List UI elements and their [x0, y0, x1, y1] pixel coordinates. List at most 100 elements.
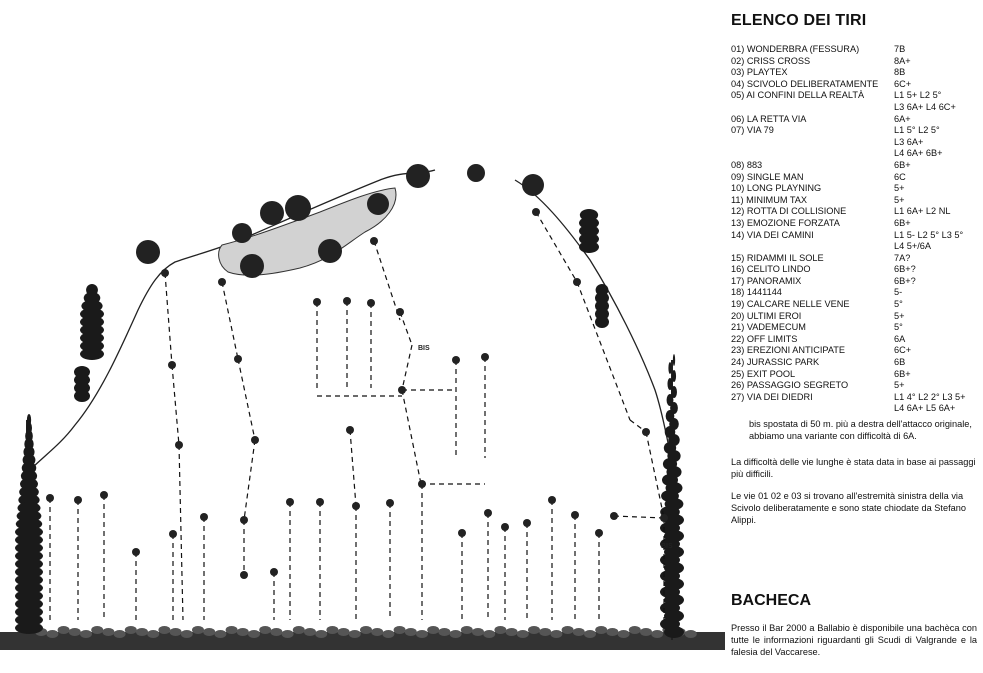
route-grade: 5+ — [894, 380, 905, 391]
route-grade: L1 5- L2 5° L3 5° L4 5+/6A — [894, 229, 964, 252]
ground-stone — [337, 628, 350, 636]
ground-stone — [494, 626, 507, 634]
ground-stone — [404, 628, 417, 636]
route-grade: 5° — [894, 299, 903, 310]
route-start-marker — [240, 571, 248, 579]
route-grade: 6B+ — [894, 159, 911, 170]
route-name: 16) CELITO LINDO — [731, 264, 811, 275]
route-grade: 5+ — [894, 183, 905, 194]
tree-foliage — [671, 386, 677, 398]
route-name: 09) SINGLE MAN — [731, 171, 804, 182]
ground-stone — [91, 626, 104, 634]
route-markers — [46, 208, 668, 579]
route-grade: 6B — [894, 357, 906, 368]
bush — [406, 164, 430, 188]
route-grade: 5+ — [894, 310, 905, 321]
bush — [467, 164, 485, 182]
route-item: 20) ULTIMI EROI 5+ — [731, 311, 977, 323]
route-name: 19) CALCARE NELLE VENE — [731, 299, 850, 310]
route-grade: 7B — [894, 44, 906, 54]
bush — [367, 193, 389, 215]
route-start-marker — [610, 512, 618, 520]
ground-stone — [449, 630, 462, 638]
ground-stone — [371, 628, 384, 636]
route-grade: L1 5° L2 5° L3 6A+ L4 6A+ 6B+ — [894, 125, 943, 159]
route-name: 17) PANORAMIX — [731, 275, 802, 286]
ground-stone — [472, 628, 484, 636]
ground-stone — [68, 628, 81, 636]
bis-label-lower: BIS — [661, 543, 673, 550]
route-grade: L1 6A+ L2 NL — [894, 206, 951, 217]
cliff-right-edge — [514, 179, 676, 471]
bis-label-upper: BIS — [418, 345, 430, 352]
ground-stone — [124, 626, 137, 634]
ground-stone — [505, 628, 518, 636]
route-start-marker — [46, 494, 54, 502]
ground-stone — [158, 626, 171, 634]
info-panel: ELENCO DEI TIRI 01) WONDERBRA (FESSURA)7… — [731, 12, 977, 658]
route-line — [243, 439, 256, 521]
route-line — [576, 281, 631, 421]
route-grade: 5- — [894, 287, 903, 298]
location-note: Le vie 01 02 e 03 si trovano all'estremi… — [731, 491, 966, 525]
route-name: 24) JURASSIC PARK — [731, 357, 820, 368]
route-grade: 6A — [894, 333, 906, 344]
ground-stone — [102, 628, 115, 636]
route-name: 05) AI CONFINI DELLA REALTÀ — [731, 90, 865, 101]
tree-foliage — [668, 362, 672, 374]
route-line — [373, 240, 401, 321]
tree-foliage — [671, 370, 677, 382]
route-start-marker — [532, 208, 540, 216]
route-name: 08) 883 — [731, 159, 763, 170]
tree-foliage — [666, 394, 674, 406]
tree-foliage — [595, 316, 609, 328]
route-line — [401, 344, 413, 391]
route-name: 27) VIA DEI DIEDRI — [731, 391, 813, 402]
ground-stone — [46, 630, 59, 638]
ground-stone — [57, 626, 70, 634]
route-item: 22) OFF LIMITS 6A — [731, 334, 977, 346]
ground-stone — [595, 626, 608, 634]
bush — [522, 174, 544, 196]
route-name: 22) OFF LIMITS — [731, 333, 798, 344]
route-grade: 5+ — [894, 194, 905, 205]
route-start-marker — [218, 278, 226, 286]
route-start-marker — [484, 509, 492, 517]
route-line — [237, 358, 256, 441]
route-start-marker — [595, 529, 603, 537]
bush — [240, 254, 264, 278]
route-line — [399, 311, 413, 346]
ground-stone — [382, 630, 395, 638]
vegetation — [15, 164, 684, 640]
route-start-marker — [398, 386, 406, 394]
ground-stone — [225, 626, 238, 634]
route-line — [613, 515, 665, 519]
ground-stone — [203, 628, 216, 636]
route-start-marker — [74, 496, 82, 504]
route-start-marker — [571, 511, 579, 519]
tree-foliage — [672, 354, 676, 366]
route-item: 08) 883 6B+ — [731, 160, 977, 172]
route-start-marker — [100, 491, 108, 499]
route-grade: 8B — [894, 67, 906, 78]
route-name: 20) ULTIMI EROI — [731, 310, 802, 321]
ground — [0, 632, 725, 650]
tree-foliage — [579, 241, 599, 253]
ground-stone — [360, 626, 372, 634]
route-start-marker — [234, 355, 242, 363]
route-start-marker — [132, 548, 140, 556]
route-start-marker — [286, 498, 294, 506]
ground-stone — [180, 630, 193, 638]
ground-stone — [584, 630, 596, 638]
bis-note: bis spostata di 50 m. più a destra dell'… — [749, 419, 972, 441]
ground-stone — [348, 630, 361, 638]
ground-stone — [550, 630, 563, 638]
route-name: 15) RIDAMMI IL SOLE — [731, 252, 824, 263]
ground-stone — [416, 630, 428, 638]
